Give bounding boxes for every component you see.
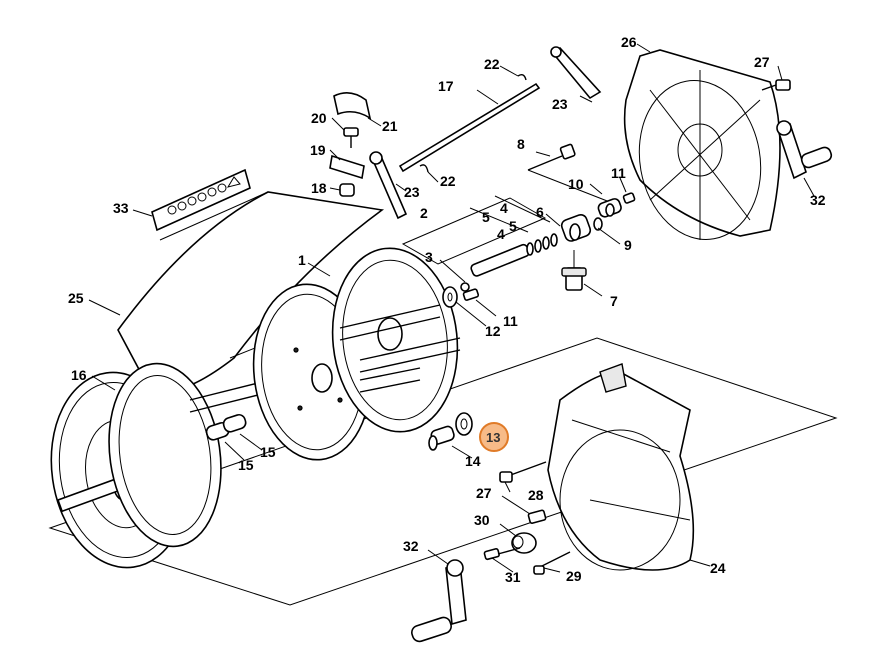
callout-16: 16 [71, 367, 87, 383]
callout-20: 20 [311, 110, 327, 126]
part-13-highlight-marker[interactable] [479, 422, 509, 452]
callout-23a: 23 [552, 96, 568, 112]
part-32-crank-upper [776, 120, 833, 180]
part-1-rear-reel-disc [331, 247, 461, 433]
part-3-drive-shaft [460, 243, 530, 292]
callout-10: 10 [568, 176, 584, 192]
callout-9: 9 [624, 237, 632, 253]
part-4-5-o-rings [526, 233, 558, 256]
part-22-clips [419, 73, 527, 173]
callout-5a: 5 [482, 209, 490, 225]
part-29-screw [533, 551, 571, 575]
part-10-plug [597, 198, 622, 218]
callout-6: 6 [536, 204, 544, 220]
part-28-screw [499, 461, 547, 483]
callout-8: 8 [517, 136, 525, 152]
callout-4a: 4 [500, 200, 508, 216]
part-23-lever-upper [550, 46, 602, 100]
part-14-bushing [428, 425, 455, 451]
callout-32a: 32 [810, 192, 826, 208]
callout-22b: 22 [440, 173, 456, 189]
callout-18: 18 [311, 180, 327, 196]
callout-23b: 23 [404, 184, 420, 200]
part-27-screw-upper [761, 79, 791, 91]
callout-7: 7 [610, 293, 618, 309]
callout-31: 31 [505, 569, 521, 585]
callout-28: 28 [528, 487, 544, 503]
callout-11a: 11 [611, 165, 626, 181]
callout-labels: 33 25 16 1 2 3 4 5 5 4 6 7 8 9 10 11 11 … [68, 34, 826, 585]
callout-30: 30 [474, 512, 490, 528]
part-2-shaft-bracket [401, 195, 551, 265]
callout-3: 3 [425, 249, 433, 265]
callout-15a: 15 [238, 457, 254, 473]
callout-17: 17 [438, 78, 454, 94]
part-11-screw [462, 288, 480, 301]
part-27-screw-lower [527, 509, 547, 525]
part-16-front-reel-disc [50, 362, 222, 569]
callout-25: 25 [68, 290, 84, 306]
part-8-bolt [527, 143, 621, 207]
callout-12a: 12 [485, 323, 501, 339]
callout-5b: 5 [509, 218, 517, 234]
part-7-hose-fitting [561, 250, 587, 291]
callout-32b: 32 [403, 538, 419, 554]
callout-1: 1 [298, 252, 306, 268]
part-9-ring [593, 217, 603, 231]
callout-27a: 27 [754, 54, 770, 70]
warning-symbols-icon [167, 176, 241, 215]
part-21-cover [333, 92, 372, 120]
callout-4b: 4 [497, 226, 505, 242]
part-11-small-screw [622, 192, 636, 204]
callout-24: 24 [710, 560, 726, 576]
part-18-nut [339, 183, 355, 197]
callout-19: 19 [310, 142, 326, 158]
callout-21: 21 [382, 118, 398, 134]
callout-22a: 22 [484, 56, 500, 72]
callout-13: 13 [486, 430, 500, 445]
part-20-screw [343, 127, 359, 148]
part-12-washer [442, 286, 458, 308]
part-33-warning-label [151, 168, 251, 232]
part-32-crank-lower [411, 559, 467, 643]
leader-lines [88, 43, 815, 573]
callout-33: 33 [113, 200, 129, 216]
part-17-axle-rod [398, 82, 541, 173]
callout-29: 29 [566, 568, 582, 584]
part-26-rear-cover [623, 49, 781, 240]
part-19-bracket [329, 154, 365, 180]
callout-11b: 11 [503, 313, 518, 329]
part-6-coupling [560, 213, 592, 242]
part-13-washer [455, 412, 473, 436]
callout-27b: 27 [476, 485, 492, 501]
callout-2: 2 [420, 205, 428, 221]
callout-14: 14 [465, 453, 481, 469]
callout-15b: 15 [260, 444, 276, 460]
part-24-front-cover [547, 363, 695, 571]
callout-26: 26 [621, 34, 637, 50]
part-23-lever-lower [369, 151, 408, 220]
part-31-screw [483, 547, 521, 561]
